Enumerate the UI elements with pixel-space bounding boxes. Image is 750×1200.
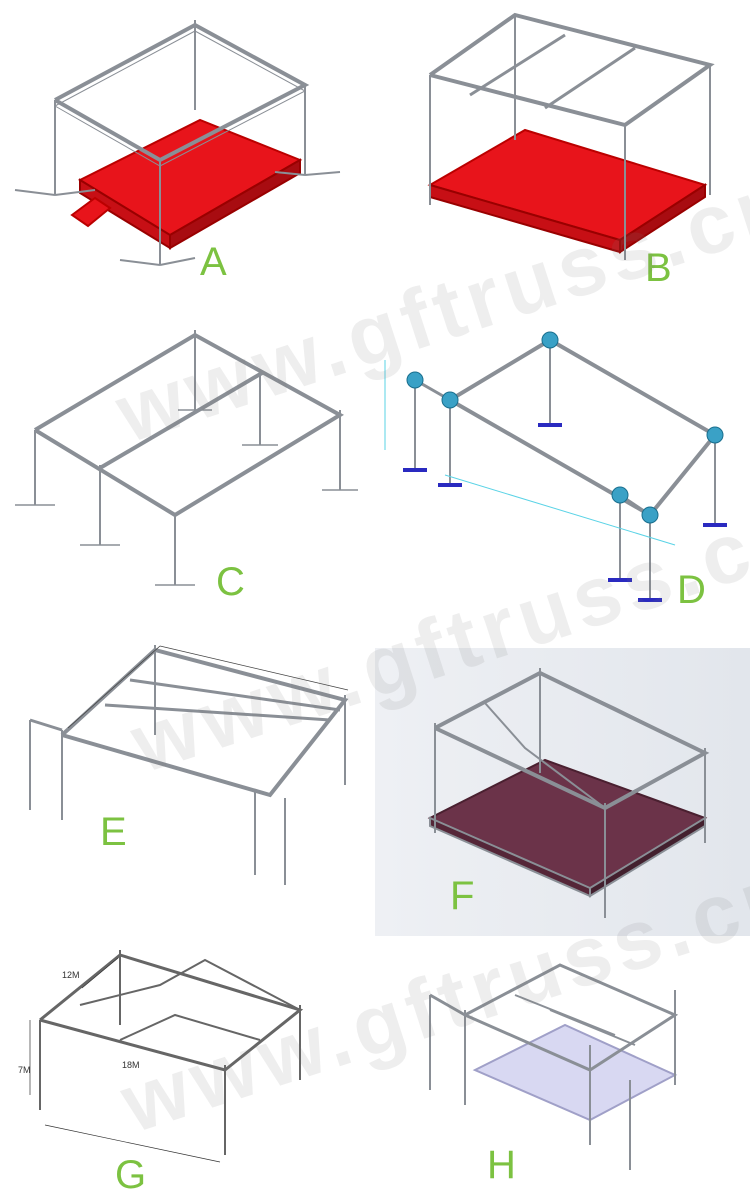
panel-label-c: C [216,560,245,604]
panel-label-e: E [100,810,127,854]
panel-label-h: H [487,1143,516,1187]
panel-h: H [375,940,750,1200]
panel-label-d: D [677,568,706,612]
panel-label-f: F [450,874,475,918]
panel-label-a: A [200,240,227,284]
dimension-width: 12M [62,970,80,980]
dimension-length: 18M [122,1060,140,1070]
panel-d: D [375,300,750,620]
dimension-height: 7M [18,1065,31,1075]
truss-structure-h [429,963,679,1170]
panel-g: 12M 7M 18M G [0,940,375,1200]
truss-structure-d [384,331,727,602]
truss-structure-f [427,668,710,918]
panel-c: C [0,300,375,620]
truss-structure-e [29,645,349,885]
panel-e: E [0,620,375,940]
panel-b: B [375,0,750,300]
panel-a: A [0,0,375,300]
truss-structure-c [15,330,358,586]
truss-structure-a [14,20,341,266]
truss-structure-b [427,12,715,260]
panel-label-g: G [115,1153,147,1197]
panel-f: F [375,648,750,936]
truss-structure-g [29,950,304,1163]
panel-label-b: B [645,246,672,290]
